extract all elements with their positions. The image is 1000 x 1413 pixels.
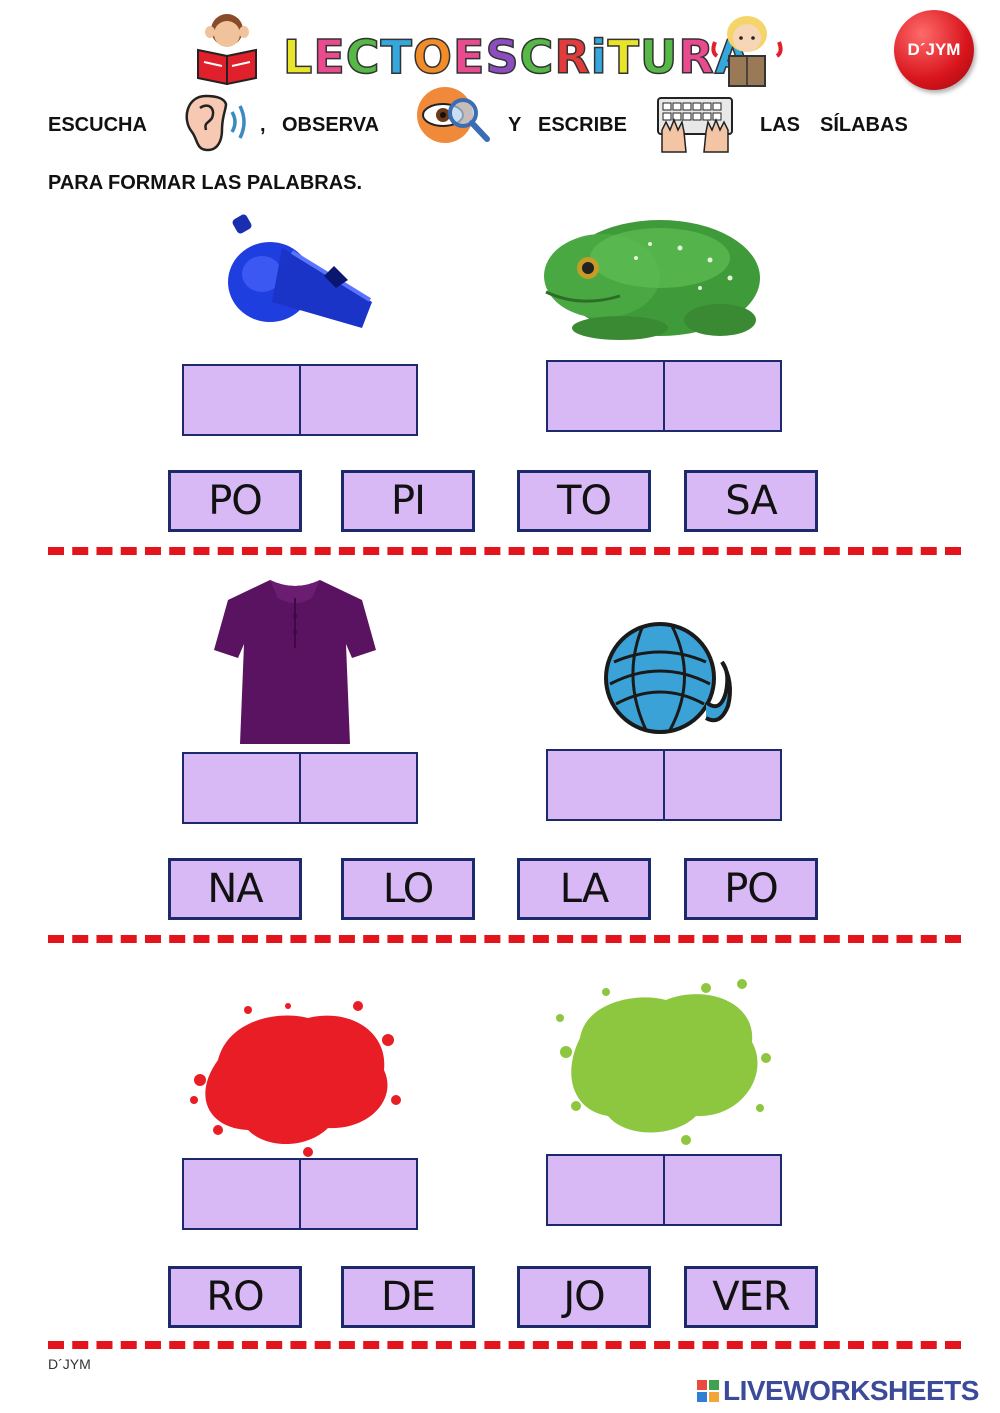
syllable-tile[interactable]: LA (517, 858, 651, 920)
title-letter: R (554, 29, 591, 85)
answer-slot-2[interactable] (299, 1160, 416, 1228)
syllable-tile[interactable]: PO (168, 470, 302, 532)
answer-slot-1[interactable] (184, 1160, 299, 1228)
answer-slot-2[interactable] (663, 751, 780, 819)
instruction-comma: , (260, 114, 266, 136)
title-letter: L (282, 29, 314, 85)
answer-slot-1[interactable] (548, 362, 663, 430)
answer-slot-2[interactable] (299, 366, 416, 434)
keyboard-hands-icon (654, 92, 736, 154)
eye-magnifier-icon (415, 85, 490, 147)
djym-badge: D´JYM (894, 10, 974, 90)
title-letter: E (452, 29, 486, 85)
answer-box-green (546, 1154, 782, 1226)
ear-icon (178, 90, 258, 155)
instruction-word-escucha: ESCUCHA (48, 114, 147, 136)
title-letter: C (345, 29, 381, 85)
syllable-tile[interactable]: JO (517, 1266, 651, 1328)
syllable-tile[interactable]: SA (684, 470, 818, 532)
section-divider (48, 547, 961, 555)
syllable-tile[interactable]: NA (168, 858, 302, 920)
title-letter: U (639, 29, 679, 85)
green-paint-splash-icon (556, 978, 774, 1146)
answer-slot-2[interactable] (663, 362, 780, 430)
answer-slot-1[interactable] (184, 754, 299, 822)
answer-slot-1[interactable] (548, 751, 663, 819)
boy-reading-icon (192, 10, 262, 86)
syllable-tile[interactable]: VER (684, 1266, 818, 1328)
title-letter: T (607, 29, 640, 85)
answer-box-whistle (182, 364, 418, 436)
syllable-tile[interactable]: PO (684, 858, 818, 920)
answer-slot-1[interactable] (184, 366, 299, 434)
syllable-tile[interactable]: DE (341, 1266, 475, 1328)
shirt-icon (212, 578, 378, 746)
liveworksheets-logo[interactable]: LIVEWORKSHEETS (697, 1375, 979, 1407)
title-letter: S (485, 29, 520, 85)
answer-slot-1[interactable] (548, 1156, 663, 1224)
yarn-ball-icon (602, 622, 742, 737)
answer-slot-2[interactable] (663, 1156, 780, 1224)
syllable-tile[interactable]: TO (517, 470, 651, 532)
title-letter: i (590, 29, 608, 85)
syllable-tile[interactable]: RO (168, 1266, 302, 1328)
author-credit: D´JYM (48, 1356, 91, 1372)
page-title: LECTOESCRiTURA (282, 29, 751, 85)
instruction-word-y: Y (508, 114, 522, 136)
title-letter: E (313, 29, 346, 85)
answer-box-shirt (182, 752, 418, 824)
instruction-word-silabas: SÍLABAS (820, 114, 908, 136)
title-letter: R (678, 29, 715, 85)
red-paint-splash-icon (188, 1000, 402, 1158)
answer-box-red (182, 1158, 418, 1230)
instruction-word-las: LAS (760, 114, 800, 136)
answer-slot-2[interactable] (299, 754, 416, 822)
section-divider (48, 935, 961, 943)
answer-box-yarn (546, 749, 782, 821)
instruction-word-observa: OBSERVA (282, 114, 380, 136)
syllable-tile[interactable]: LO (341, 858, 475, 920)
instruction-line-2: PARA FORMAR LAS PALABRAS. (48, 172, 363, 194)
title-letter: C (519, 29, 555, 85)
title-letter: O (412, 29, 454, 85)
answer-box-frog (546, 360, 782, 432)
instruction-word-escribe: ESCRIBE (538, 114, 627, 136)
liveworksheets-brand-text: LIVEWORKSHEETS (723, 1375, 979, 1406)
section-divider (48, 1341, 961, 1349)
girl-reading-icon (707, 12, 787, 87)
frog-icon (540, 208, 768, 346)
title-letter: T (380, 29, 413, 85)
whistle-icon (222, 212, 386, 348)
liveworksheets-grid-icon (697, 1380, 719, 1402)
syllable-tile[interactable]: PI (341, 470, 475, 532)
